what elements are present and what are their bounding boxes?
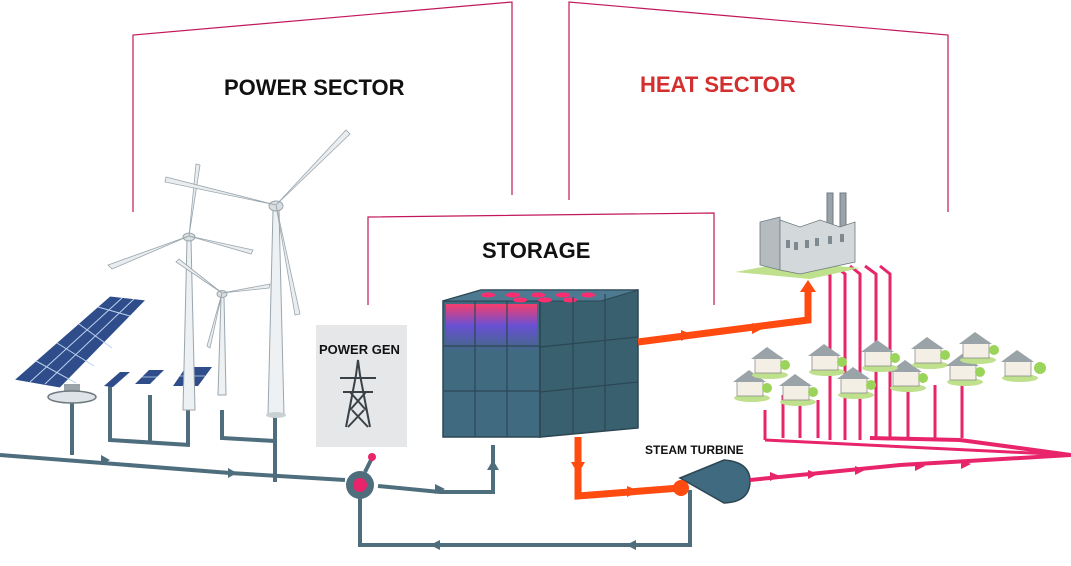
house-icon (861, 340, 900, 372)
storage-title: STORAGE (482, 238, 591, 263)
solar-panel-icon (12, 295, 148, 404)
flow-arrow (626, 540, 636, 550)
heat-pipe-arrows (571, 280, 816, 497)
district-heat-lines (749, 436, 1071, 482)
house-icon (808, 344, 847, 376)
house-icon (946, 354, 985, 386)
power-line-arrows (101, 455, 636, 550)
solar-panel-icon (104, 366, 212, 387)
wind-turbine-icon (164, 129, 351, 418)
steam-turbine-label: STEAM TURBINE (645, 443, 744, 457)
house-icon (837, 367, 876, 399)
house-icon (779, 374, 818, 406)
house-icon (751, 347, 790, 379)
valve-icon (346, 453, 376, 499)
factory-icon (735, 192, 860, 279)
house-icon (959, 332, 999, 364)
flow-arrow (228, 468, 237, 478)
power-sector-title: POWER SECTOR (224, 75, 405, 100)
flow-arrow (430, 540, 440, 550)
storage-cube-icon (442, 289, 639, 438)
heat-pipes (574, 292, 812, 500)
wind-turbine-icon (175, 258, 271, 396)
house-icon (733, 370, 772, 402)
power-sector-bracket (132, 1, 513, 212)
flow-arrow (435, 484, 445, 494)
power-gen-label: POWER GEN (319, 342, 400, 357)
house-icon (1001, 350, 1046, 382)
house-icon (911, 337, 950, 369)
heat-sector-title: HEAT SECTOR (640, 72, 796, 97)
flow-arrow (487, 460, 499, 470)
flow-arrow (101, 455, 110, 465)
heat-sector-bracket (568, 1, 949, 212)
wind-turbine-icon (107, 163, 254, 411)
transmission-tower-icon (340, 359, 376, 428)
district-heat-arrows (770, 460, 971, 481)
steam-turbine-icon (673, 459, 751, 504)
storage-bracket (367, 212, 715, 305)
